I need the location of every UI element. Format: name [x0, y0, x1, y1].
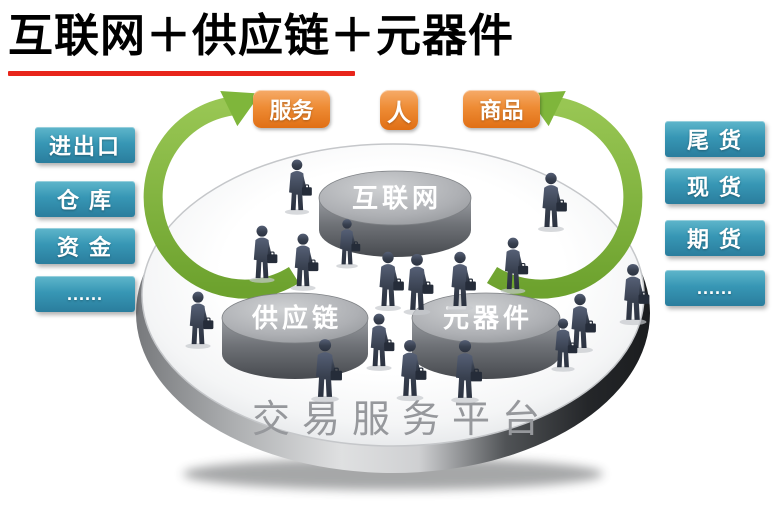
left-item-import-export: 进出口 [35, 127, 135, 163]
left-item-funds: 资 金 [35, 228, 135, 264]
badge-service: 服务 [253, 90, 330, 128]
right-item-ellipsis: ...... [665, 270, 765, 306]
page-title: 互联网＋供应链＋元器件 [8, 10, 515, 61]
platform-shadow [183, 458, 603, 490]
badge-people: 人 [380, 90, 418, 130]
cylinder-supply-chain-label: 供应链 [251, 303, 342, 333]
arrowhead-left [220, 91, 261, 127]
title-underline [8, 71, 355, 76]
left-item-warehouse: 仓 库 [35, 181, 135, 217]
cylinder-supply-chain: 供应链 [221, 292, 369, 379]
platform-label: 交易服务平台 [252, 399, 552, 441]
cylinder-internet-label: 互联网 [352, 183, 442, 213]
right-item-futures: 期 货 [665, 220, 765, 256]
badge-goods: 商品 [463, 90, 540, 128]
right-item-spot-goods: 现 货 [665, 168, 765, 204]
left-item-ellipsis: ...... [35, 276, 135, 312]
circular-arrow-left [143, 91, 300, 299]
right-item-tail-goods: 尾 货 [665, 121, 765, 157]
cylinder-components: 元器件 [411, 292, 561, 379]
